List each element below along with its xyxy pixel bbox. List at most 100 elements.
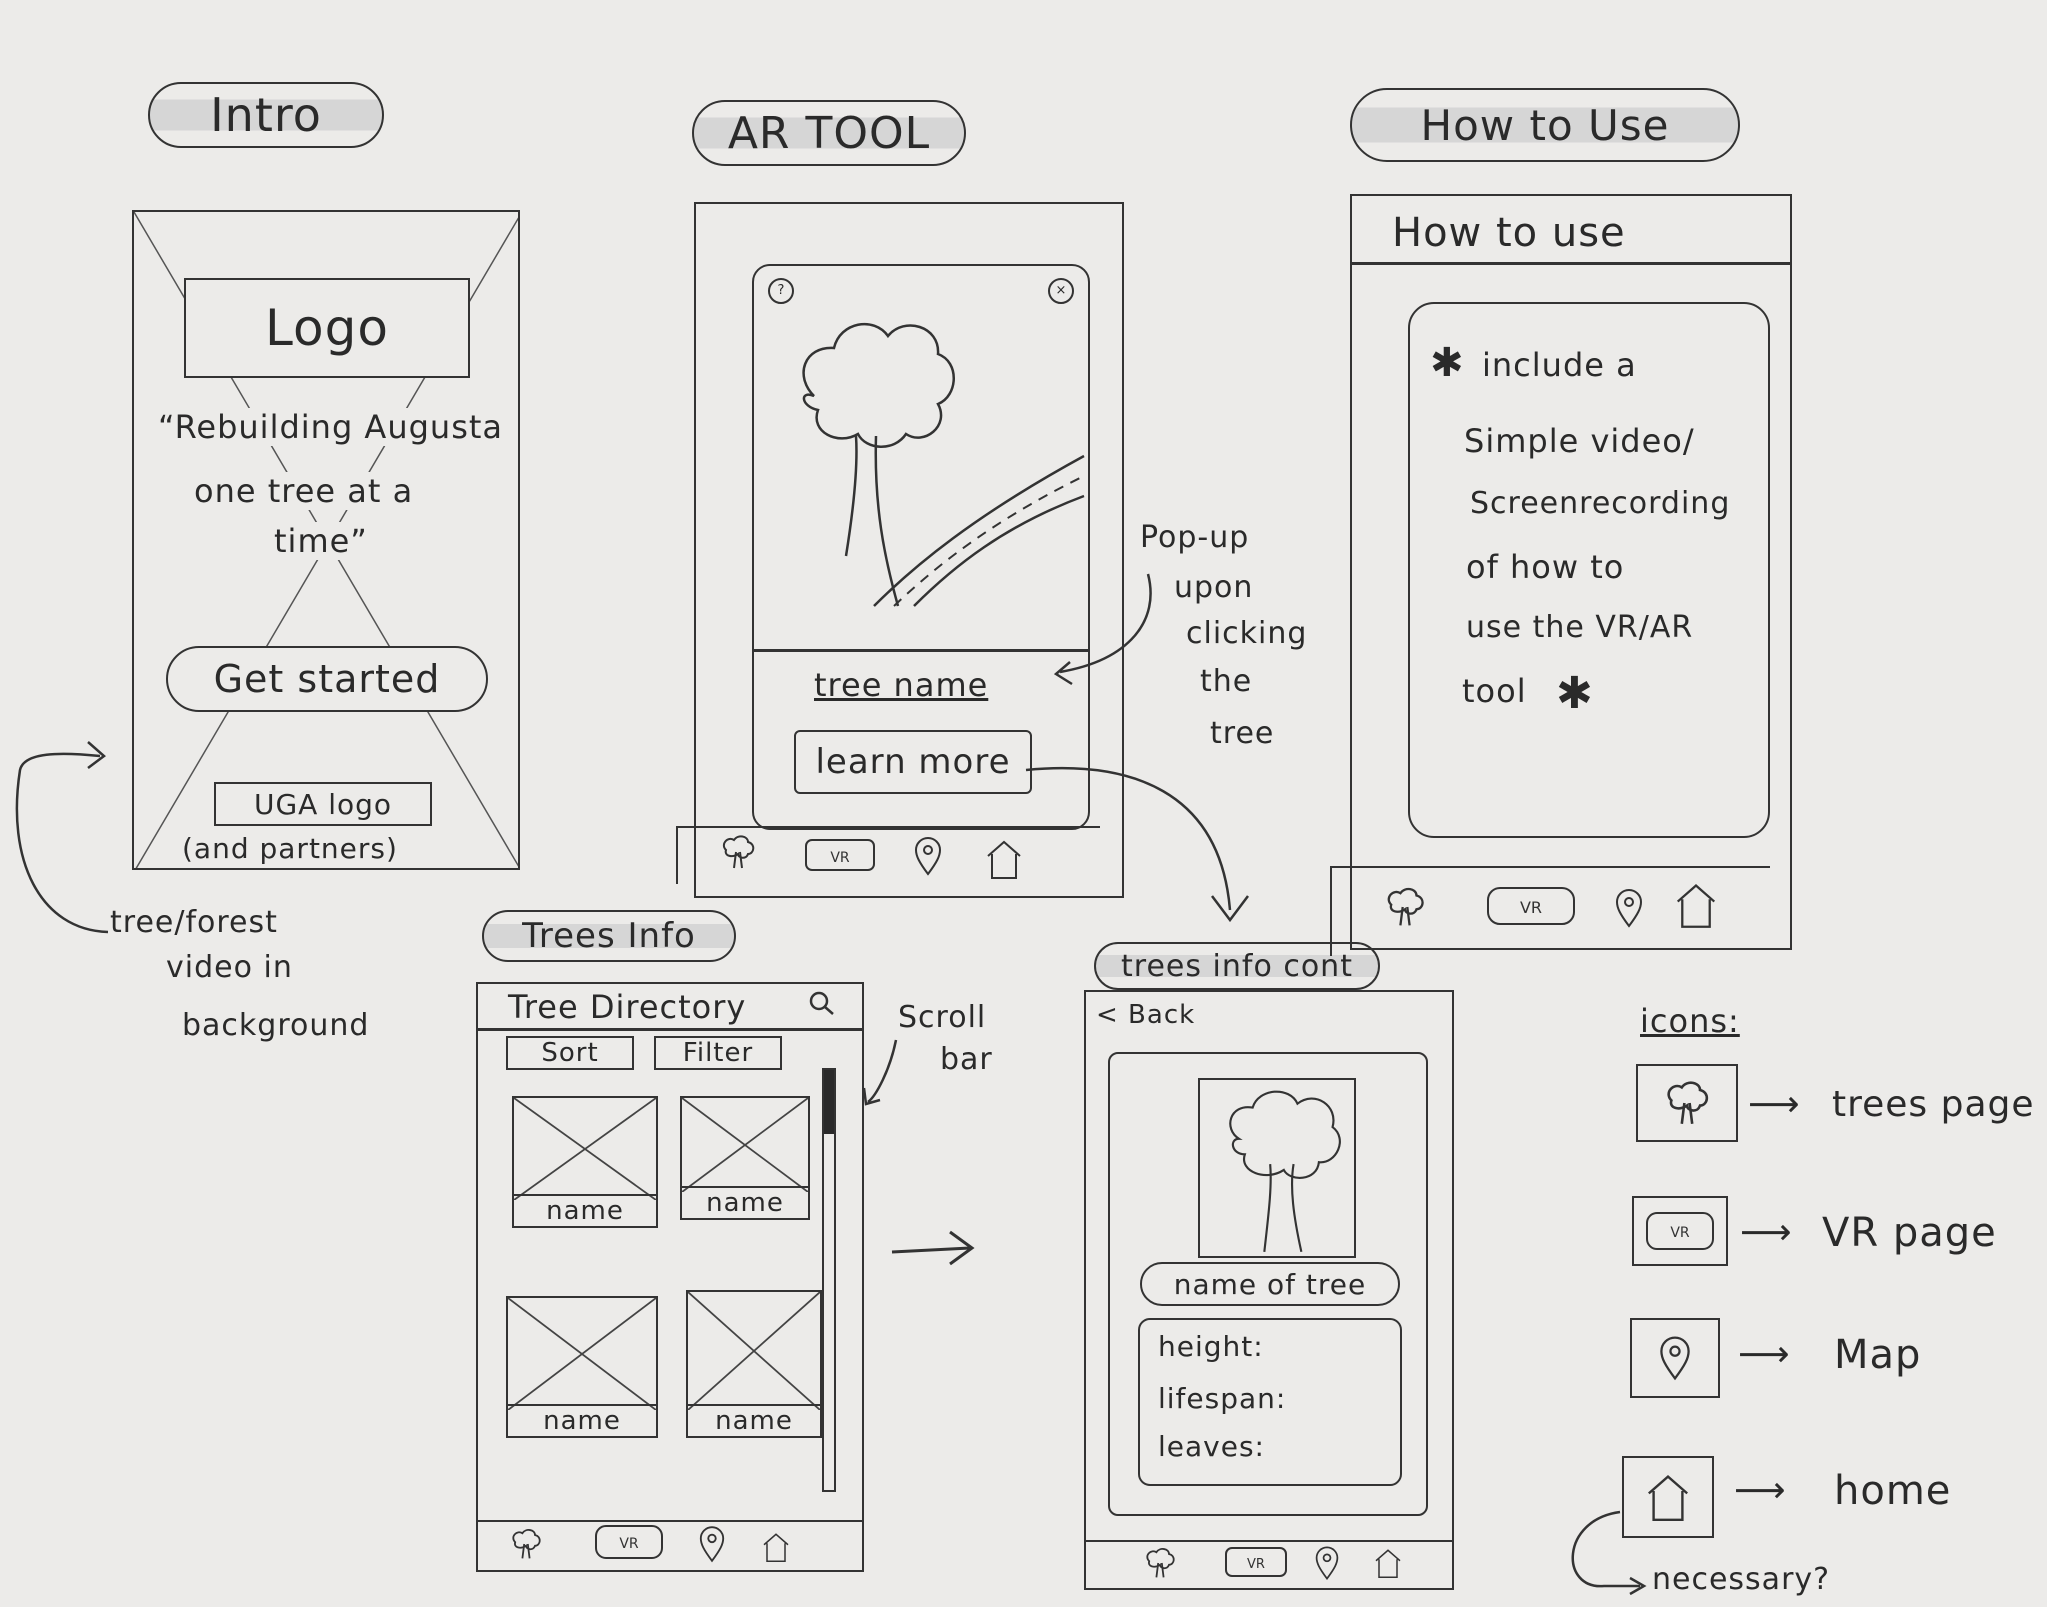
trees-info-title: Trees Info (522, 916, 696, 956)
legend-arrow: ⟶ (1740, 1212, 1793, 1253)
tree-card[interactable]: name (506, 1296, 658, 1438)
home-icon[interactable] (984, 838, 1024, 880)
intro-title-pill: Intro (148, 82, 384, 148)
trees-info-cont-title: trees info cont (1121, 948, 1353, 984)
scroll-bar-thumb[interactable] (824, 1070, 834, 1134)
how-to-use-nav-bar (1330, 866, 1770, 956)
partners-text: (and partners) (182, 832, 398, 865)
legend-vr-label: VR page (1822, 1210, 1997, 1256)
legend-arrow: ⟶ (1738, 1334, 1791, 1375)
tree-card[interactable]: name (680, 1096, 810, 1220)
learn-more-button[interactable]: learn more (794, 730, 1032, 794)
ar-tool-title-pill: AR TOOL (692, 100, 966, 166)
vr-label: VR (1670, 1225, 1690, 1241)
how-to-use-line2: Simple video/ (1464, 422, 1695, 460)
legend-home-box (1622, 1456, 1714, 1538)
tree-card-name: name (514, 1194, 656, 1226)
tree-icon[interactable] (716, 830, 760, 874)
uga-logo-placeholder: UGA logo (214, 782, 432, 826)
tree-illustration (1229, 1090, 1341, 1253)
ar-tool-title: AR TOOL (727, 107, 931, 159)
trees-info-cont-title-pill: trees info cont (1094, 942, 1380, 990)
legend-vr-box: VR (1632, 1196, 1728, 1266)
image-placeholder (514, 1098, 656, 1200)
back-link[interactable]: < Back (1096, 1000, 1196, 1030)
legend-home-label: home (1834, 1468, 1952, 1514)
uga-logo-text: UGA logo (253, 787, 393, 821)
map-pin-icon[interactable] (910, 836, 946, 876)
leaves-label: leaves: (1158, 1430, 1265, 1463)
tree-stats-box: height: lifespan: leaves: (1138, 1318, 1402, 1486)
height-label: height: (1158, 1330, 1264, 1363)
vr-label: VR (1520, 898, 1542, 917)
tree-directory-screen: Tree Directory Sort Filter name name nam… (476, 982, 864, 1572)
how-to-use-header: How to use (1392, 210, 1626, 256)
tree-card[interactable]: name (686, 1290, 822, 1438)
help-icon[interactable]: ? (768, 278, 794, 304)
name-of-tree-text: name of tree (1173, 1267, 1367, 1301)
legend-map-box (1630, 1318, 1720, 1398)
tree-directory-header-divider (478, 1028, 862, 1031)
asterisk-icon: ✱ (1430, 340, 1465, 386)
tree-card[interactable]: name (512, 1096, 658, 1228)
how-to-use-title: How to Use (1420, 100, 1670, 150)
home-icon[interactable] (760, 1530, 792, 1564)
tree-icon[interactable] (1140, 1544, 1180, 1582)
ar-note-line2: upon (1174, 570, 1254, 605)
ar-note-line4: the (1200, 664, 1253, 699)
image-placeholder (508, 1298, 656, 1410)
map-pin-icon[interactable] (696, 1524, 728, 1564)
map-pin-icon[interactable] (1312, 1544, 1342, 1582)
legend-tree-box (1636, 1064, 1738, 1142)
vr-headset-icon[interactable]: VR (1224, 1546, 1288, 1578)
vr-headset-icon[interactable]: VR (804, 838, 876, 872)
how-to-use-title-pill: How to Use (1350, 88, 1740, 162)
filter-button[interactable]: Filter (654, 1036, 782, 1070)
home-icon[interactable] (1672, 880, 1720, 930)
how-to-use-line4: of how to (1466, 548, 1625, 586)
logo-text: Logo (265, 299, 389, 357)
home-icon[interactable] (1372, 1546, 1404, 1580)
tree-directory-header: Tree Directory (508, 988, 747, 1026)
how-to-use-line1: include a (1482, 346, 1637, 384)
how-to-use-screen: How to use ✱ include a Simple video/ Scr… (1350, 194, 1792, 950)
scroll-bar-track[interactable] (822, 1068, 836, 1492)
logo-placeholder: Logo (184, 278, 470, 378)
tree-icon[interactable] (506, 1524, 546, 1564)
scroll-note-line1: Scroll (898, 1000, 987, 1035)
legend-home-note: necessary? (1652, 1562, 1831, 1597)
ar-note-line3: clicking (1186, 616, 1308, 651)
close-icon[interactable]: × (1048, 278, 1074, 304)
tree-photo (1198, 1078, 1356, 1258)
vr-label: VR (1247, 1557, 1265, 1572)
search-icon[interactable] (808, 990, 834, 1016)
how-to-use-header-divider (1352, 262, 1792, 265)
ar-tree-illustration (802, 322, 1085, 607)
intro-quote-line2: one tree at a (194, 472, 414, 510)
ar-popup-card: ? × tree name learn more (752, 264, 1090, 830)
legend-arrow: ⟶ (1734, 1470, 1787, 1511)
tree-icon[interactable] (1380, 882, 1430, 932)
vr-headset-icon: VR (1646, 1212, 1714, 1250)
vr-label: VR (830, 850, 850, 866)
vr-label: VR (619, 1536, 639, 1552)
vr-headset-icon[interactable]: VR (594, 1524, 664, 1560)
tree-card-name: name (508, 1404, 656, 1436)
get-started-label: Get started (213, 657, 441, 701)
ar-nav-bar (676, 826, 1100, 884)
get-started-button[interactable]: Get started (166, 646, 488, 712)
tree-directory-nav-bar (478, 1520, 862, 1572)
sort-button[interactable]: Sort (506, 1036, 634, 1070)
how-to-use-line6: tool (1462, 672, 1527, 710)
map-pin-icon[interactable] (1612, 886, 1646, 930)
video-placeholder-card[interactable]: ✱ include a Simple video/ Screenrecordin… (1408, 302, 1770, 838)
intro-note-line2: video in (166, 950, 293, 985)
trees-info-title-pill: Trees Info (482, 910, 736, 962)
sort-label: Sort (541, 1038, 599, 1068)
legend-arrow: ⟶ (1748, 1084, 1801, 1125)
tree-detail-card: name of tree height: lifespan: leaves: (1108, 1052, 1428, 1516)
legend-title: icons: (1640, 1002, 1740, 1040)
vr-headset-icon[interactable]: VR (1486, 886, 1576, 926)
asterisk-icon: ✱ (1556, 668, 1594, 719)
name-of-tree-pill: name of tree (1140, 1262, 1400, 1306)
